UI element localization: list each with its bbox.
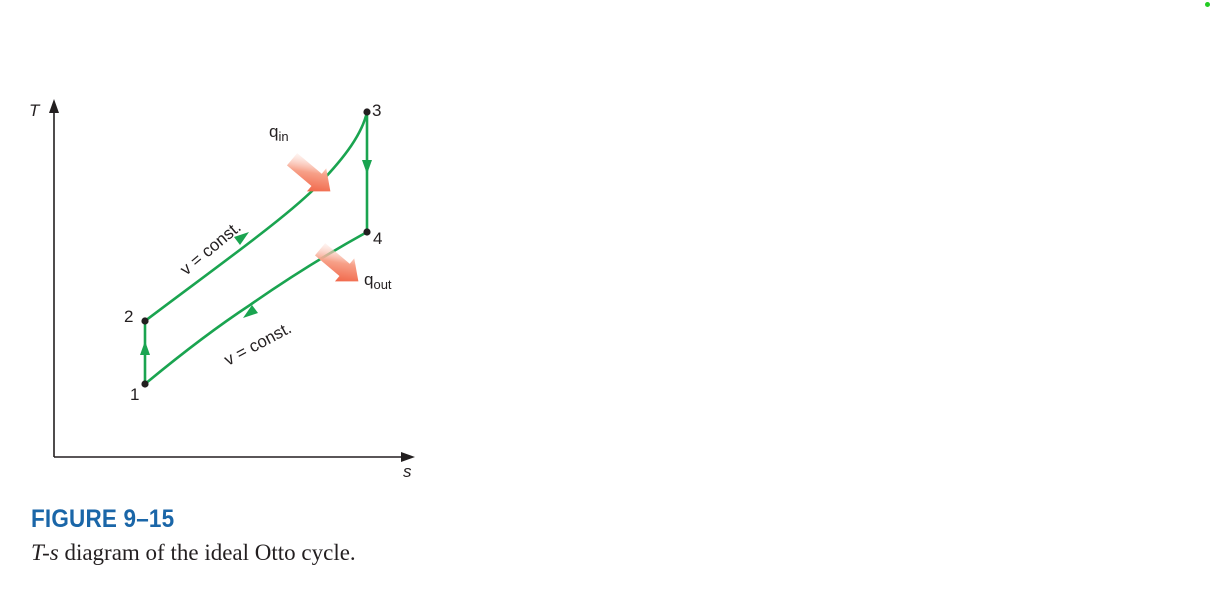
heat-out-arrow	[314, 243, 359, 282]
ts-diagram: T s 1 2 3 4 v = const	[29, 99, 415, 481]
heat-arrows	[286, 153, 359, 282]
direction-arrow-4-1	[243, 305, 258, 318]
state-point-4	[363, 228, 371, 236]
state-point-2	[141, 317, 149, 325]
state-point-1	[141, 380, 149, 388]
status-dot	[1205, 2, 1210, 7]
heat-in-label: qin	[269, 122, 289, 144]
y-axis-label: T	[29, 101, 41, 120]
cycle-direction-arrows	[140, 160, 372, 355]
heat-in-symbol: q	[269, 122, 278, 141]
heat-in-arrow	[286, 153, 331, 192]
axes: T s	[29, 99, 415, 481]
figure-number: FIGURE 9–15	[31, 505, 175, 533]
state-point-3	[363, 108, 371, 116]
figure-caption-text: diagram of the ideal Otto cycle.	[58, 540, 356, 565]
direction-arrow-3-4	[362, 160, 372, 174]
figure-caption-italic: T-s	[31, 540, 59, 565]
state-label-1: 1	[130, 385, 139, 404]
process-label-lower: v = const.	[221, 318, 295, 369]
heat-out-symbol: q	[364, 270, 373, 289]
state-points	[141, 108, 371, 388]
figure-caption: T-s diagram of the ideal Otto cycle.	[31, 540, 356, 566]
x-axis-arrowhead	[401, 452, 415, 462]
direction-arrow-1-2	[140, 341, 150, 355]
state-label-4: 4	[373, 229, 382, 248]
y-axis-arrowhead	[49, 99, 59, 113]
x-axis-label: s	[403, 462, 412, 481]
heat-in-subscript: in	[278, 129, 288, 144]
heat-out-subscript: out	[373, 277, 391, 292]
process-2-3	[143, 110, 369, 323]
state-label-2: 2	[124, 307, 133, 326]
process-label-upper: v = const.	[176, 217, 244, 279]
direction-arrow-2-3	[234, 232, 249, 245]
state-label-3: 3	[372, 101, 381, 120]
heat-out-label: qout	[364, 270, 392, 292]
